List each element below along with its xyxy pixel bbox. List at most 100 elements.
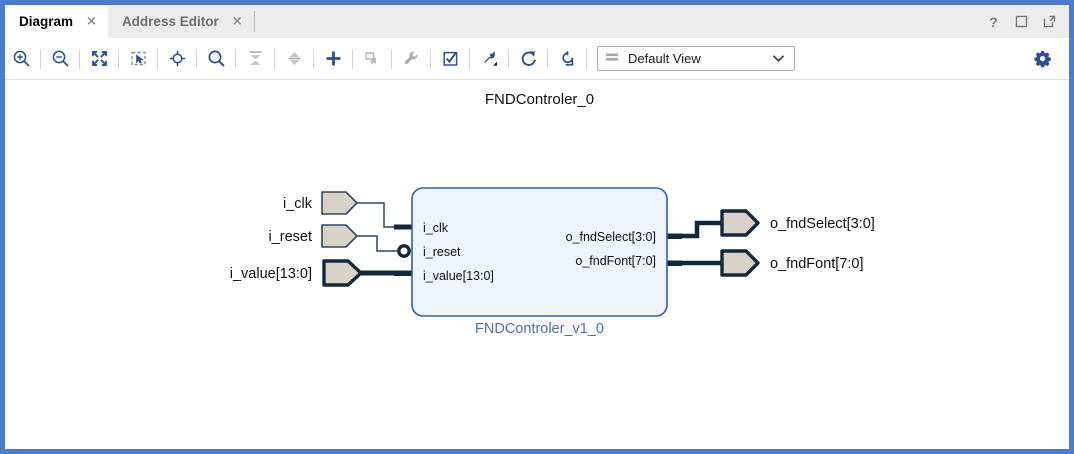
zoom-out-button[interactable] — [44, 44, 76, 74]
tab-strip: Diagram × Address Editor × ? — [5, 5, 1069, 38]
inversion-bubble-i-reset — [397, 244, 411, 258]
float-button[interactable] — [1042, 14, 1057, 29]
toolbar-separator — [391, 48, 392, 69]
port-shape-o-fndselect[interactable] — [720, 209, 760, 237]
toolbar-separator — [274, 48, 275, 69]
tab-address-editor-label: Address Editor — [121, 14, 219, 29]
toolbar-separator — [157, 48, 158, 69]
search-icon — [208, 50, 225, 67]
refresh-icon — [521, 51, 536, 66]
maximize-icon — [1015, 15, 1028, 28]
external-port-i-clk[interactable]: i_clk — [283, 191, 359, 215]
pin-stubs — [394, 224, 682, 276]
wire-i-clk[interactable] — [357, 202, 407, 228]
toolbar-separator — [40, 48, 41, 69]
settings-wrench-icon — [404, 51, 417, 65]
zoom-area-button[interactable] — [122, 44, 154, 74]
pin-button[interactable] — [473, 44, 505, 74]
toolbar-separator — [235, 48, 236, 69]
tab-diagram-close-icon[interactable]: × — [86, 14, 97, 29]
collapse-all-icon — [249, 51, 261, 65]
port-shape-i-value[interactable] — [322, 259, 363, 287]
zoom-fit-icon — [91, 51, 107, 66]
external-port-label-o-fndfont: o_fndFont[7:0] — [770, 256, 864, 272]
block-body[interactable] — [411, 187, 668, 317]
block-pin-o-fndfont: o_fndFont[7:0] — [575, 254, 656, 268]
search-button[interactable] — [200, 44, 232, 74]
help-icon: ? — [989, 13, 998, 30]
toolbar-separator — [196, 48, 197, 69]
toolbar-separator — [352, 48, 353, 69]
regenerate-layout-button[interactable] — [551, 44, 583, 74]
block-subtitle: FNDControler_v1_0 — [475, 321, 604, 337]
toolbar-separator — [508, 48, 509, 69]
port-shape-i-clk[interactable] — [321, 191, 359, 215]
validate-icon — [442, 51, 457, 66]
wire-i-reset[interactable] — [357, 235, 397, 252]
pin-stub-i-clk — [394, 224, 412, 230]
window-frame-left — [0, 0, 5, 454]
external-port-label-o-fndselect: o_fndSelect[3:0] — [770, 216, 875, 232]
diagram-canvas[interactable]: FNDControler_0 FNDControler_v1_0 i_clk i… — [5, 81, 1069, 449]
maximize-button[interactable] — [1014, 14, 1029, 29]
block-pin-i-value: i_value[13:0] — [423, 269, 494, 283]
tab-address-editor-close-icon[interactable]: × — [231, 14, 243, 29]
tab-strip-filler — [254, 5, 978, 38]
toolbar-separator — [118, 48, 119, 69]
refresh-layout-button[interactable] — [512, 44, 544, 74]
external-port-o-fndselect[interactable]: o_fndSelect[3:0] — [720, 209, 875, 237]
external-port-label-i-value: i_value[13:0] — [230, 266, 312, 282]
window-frame-right — [1069, 0, 1074, 454]
external-port-i-reset[interactable]: i_reset — [268, 224, 359, 248]
expand-all-button[interactable] — [278, 44, 310, 74]
pin-icon — [483, 51, 497, 66]
settings-wrench-button[interactable] — [395, 44, 427, 74]
external-port-label-i-clk: i_clk — [283, 196, 313, 212]
view-selector-label: Default View — [628, 51, 701, 66]
diagram-toolbar: Default View — [5, 38, 1069, 80]
toolbar-separator — [430, 48, 431, 69]
toolbar-separator — [469, 48, 470, 69]
tab-divider — [253, 11, 255, 32]
settings-button[interactable] — [1027, 44, 1059, 74]
add-module-icon — [364, 52, 376, 65]
center-view-icon — [169, 50, 185, 67]
pin-stub-o-fndfont — [664, 260, 682, 266]
block-title: FNDControler_0 — [485, 91, 594, 108]
external-port-o-fndfont[interactable]: o_fndFont[7:0] — [720, 249, 864, 277]
block-pin-o-fndselect: o_fndSelect[3:0] — [566, 230, 656, 244]
pin-stub-o-fndselect — [664, 233, 682, 239]
block-pin-i-reset: i_reset — [423, 245, 461, 259]
zoom-fit-button[interactable] — [83, 44, 115, 74]
zoom-in-button[interactable] — [5, 44, 37, 74]
float-icon — [1043, 15, 1056, 28]
zoom-area-icon — [130, 51, 146, 66]
center-view-button[interactable] — [161, 44, 193, 74]
zoom-out-icon — [52, 50, 69, 67]
collapse-all-button[interactable] — [239, 44, 271, 74]
help-button[interactable]: ? — [986, 14, 1001, 29]
tab-diagram[interactable]: Diagram × — [5, 5, 108, 38]
add-ip-button[interactable] — [317, 44, 349, 74]
chevron-down-icon — [766, 54, 794, 63]
pin-stub-i-value — [394, 270, 412, 276]
block-diagram: FNDControler_0 FNDControler_v1_0 i_clk i… — [230, 91, 875, 337]
window-controls: ? — [978, 5, 1069, 38]
block-fndcontroler-0[interactable] — [411, 187, 668, 317]
add-module-button[interactable] — [356, 44, 388, 74]
expand-all-icon — [288, 52, 300, 65]
port-shape-o-fndfont[interactable] — [720, 249, 760, 277]
port-shape-i-reset[interactable] — [321, 224, 359, 248]
layers-icon — [605, 52, 620, 65]
view-selector[interactable]: Default View — [597, 46, 795, 71]
tab-address-editor[interactable]: Address Editor × — [107, 5, 254, 38]
external-port-i-value[interactable]: i_value[13:0] — [230, 259, 363, 287]
window-frame-bottom — [0, 449, 1074, 454]
external-port-label-i-reset: i_reset — [268, 229, 312, 245]
block-pin-i-clk: i_clk — [423, 221, 449, 235]
toolbar-separator — [313, 48, 314, 69]
regenerate-icon — [561, 51, 573, 66]
window-frame-top — [0, 0, 1074, 5]
validate-design-button[interactable] — [434, 44, 466, 74]
